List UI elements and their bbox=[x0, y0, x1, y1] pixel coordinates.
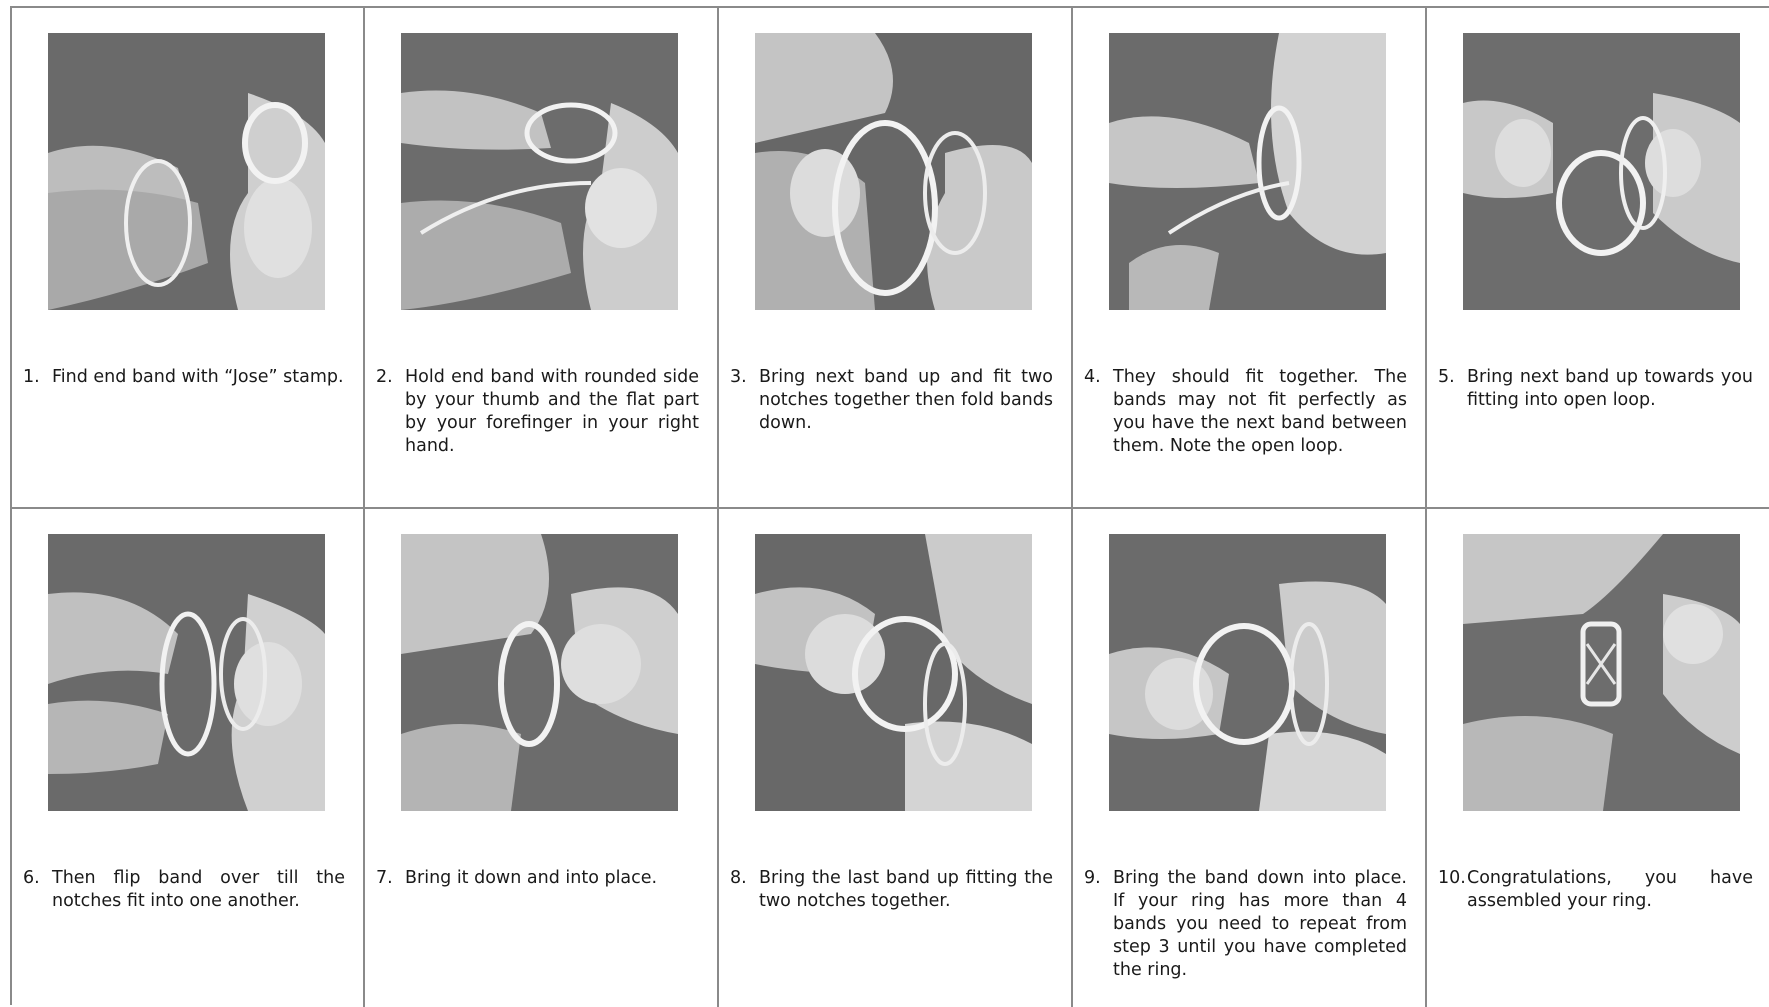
step-number: 10. bbox=[1438, 867, 1467, 913]
step-cell-8: 8. Bring the last band up fitting the tw… bbox=[719, 509, 1073, 1007]
step-cell-10: 10. Congratulations, you have assembled … bbox=[1427, 509, 1769, 1007]
step-cell-7: 7. Bring it down and into place. bbox=[365, 509, 719, 1007]
step-6-text-block: 6. Then flip band over till the notches … bbox=[23, 867, 345, 913]
step-5-photo bbox=[1463, 33, 1740, 310]
step-number: 9. bbox=[1084, 867, 1113, 982]
instruction-grid: 1. Find end band with “Jose” stamp. 2. H… bbox=[10, 6, 1769, 1005]
step-number: 1. bbox=[23, 366, 52, 389]
step-description: Congratulations, you have assembled your… bbox=[1467, 867, 1753, 913]
step-4-photo bbox=[1109, 33, 1386, 310]
step-9-text-block: 9. Bring the band down into place. If yo… bbox=[1084, 867, 1407, 982]
step-3-photo bbox=[755, 33, 1032, 310]
step-description: Bring the band down into place. If your … bbox=[1113, 867, 1407, 982]
step-3-text-block: 3. Bring next band up and fit two notche… bbox=[730, 366, 1053, 435]
step-number: 7. bbox=[376, 867, 405, 890]
step-description: Hold end band with rounded side by your … bbox=[405, 366, 699, 458]
step-description: Bring next band up and fit two notches t… bbox=[759, 366, 1053, 435]
step-8-photo bbox=[755, 534, 1032, 811]
step-cell-6: 6. Then flip band over till the notches … bbox=[12, 509, 365, 1007]
step-2-photo bbox=[401, 33, 678, 310]
step-1-text-block: 1. Find end band with “Jose” stamp. bbox=[23, 366, 345, 389]
step-10-photo bbox=[1463, 534, 1740, 811]
step-7-text-block: 7. Bring it down and into place. bbox=[376, 867, 699, 890]
step-9-photo bbox=[1109, 534, 1386, 811]
step-cell-1: 1. Find end band with “Jose” stamp. bbox=[12, 8, 365, 509]
step-number: 5. bbox=[1438, 366, 1467, 412]
step-8-text-block: 8. Bring the last band up fitting the tw… bbox=[730, 867, 1053, 913]
step-10-text-block: 10. Congratulations, you have assembled … bbox=[1438, 867, 1753, 913]
step-description: Find end band with “Jose” stamp. bbox=[52, 366, 345, 389]
step-description: Bring it down and into place. bbox=[405, 867, 699, 890]
step-5-text-block: 5. Bring next band up towards you fittin… bbox=[1438, 366, 1753, 412]
step-number: 4. bbox=[1084, 366, 1113, 458]
step-description: Bring the last band up fitting the two n… bbox=[759, 867, 1053, 913]
step-cell-2: 2. Hold end band with rounded side by yo… bbox=[365, 8, 719, 509]
step-cell-4: 4. They should fit together. The bands m… bbox=[1073, 8, 1427, 509]
step-number: 8. bbox=[730, 867, 759, 913]
step-description: Then flip band over till the notches fit… bbox=[52, 867, 345, 913]
step-cell-9: 9. Bring the band down into place. If yo… bbox=[1073, 509, 1427, 1007]
step-1-photo bbox=[48, 33, 325, 310]
step-7-photo bbox=[401, 534, 678, 811]
step-number: 3. bbox=[730, 366, 759, 435]
step-6-photo bbox=[48, 534, 325, 811]
step-description: They should fit together. The bands may … bbox=[1113, 366, 1407, 458]
step-2-text-block: 2. Hold end band with rounded side by yo… bbox=[376, 366, 699, 458]
step-4-text-block: 4. They should fit together. The bands m… bbox=[1084, 366, 1407, 458]
step-cell-5: 5. Bring next band up towards you fittin… bbox=[1427, 8, 1769, 509]
step-description: Bring next band up towards you fitting i… bbox=[1467, 366, 1753, 412]
step-number: 6. bbox=[23, 867, 52, 913]
step-number: 2. bbox=[376, 366, 405, 458]
step-cell-3: 3. Bring next band up and fit two notche… bbox=[719, 8, 1073, 509]
